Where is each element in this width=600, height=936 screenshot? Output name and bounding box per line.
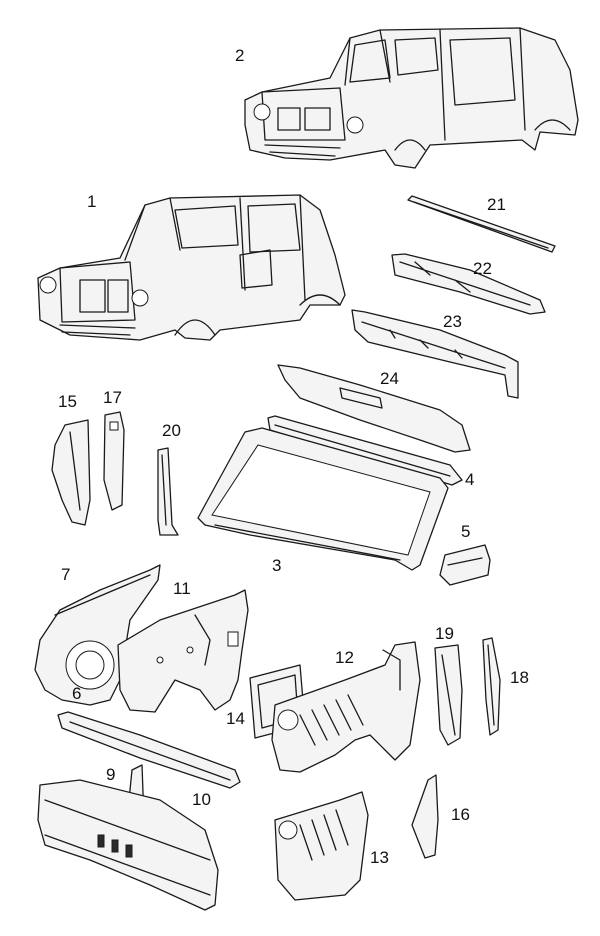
part-2-estate-body-shell — [244, 27, 579, 169]
part-3-windscreen-surround — [197, 427, 449, 571]
label-part-17: 17 — [103, 388, 122, 407]
part-19-b-pillar-panel — [434, 644, 463, 746]
part-21-roof-rail — [407, 195, 556, 253]
label-part-23: 23 — [443, 312, 462, 331]
label-part-4: 4 — [465, 470, 475, 489]
label-part-11: 11 — [173, 579, 191, 598]
label-part-7: 7 — [61, 565, 71, 584]
part-11-flitch-panel — [117, 589, 249, 713]
part-22-bulkhead-top-panel — [391, 253, 546, 315]
part-17-pillar-panel — [103, 411, 125, 511]
label-part-24: 24 — [380, 369, 399, 388]
label-part-18: 18 — [510, 668, 529, 687]
part-20-pillar-reinforcement — [157, 447, 179, 536]
label-part-22: 22 — [473, 259, 492, 278]
part-1-saloon-body-shell — [37, 194, 346, 341]
label-part-1: 1 — [87, 192, 97, 211]
label-part-10: 10 — [192, 790, 211, 809]
label-part-20: 20 — [162, 421, 181, 440]
label-part-19: 19 — [435, 624, 454, 643]
label-part-14: 14 — [226, 709, 245, 728]
label-part-2: 2 — [235, 46, 245, 65]
label-part-16: 16 — [451, 805, 470, 824]
part-12-inner-sill-panel — [271, 641, 421, 773]
part-16-c-pillar-panel — [411, 774, 439, 859]
part-7-inner-wing-panel — [34, 564, 161, 706]
part-23-crossmember — [351, 309, 519, 399]
part-5-corner-panel — [439, 544, 491, 586]
part-18-pillar-strip — [482, 637, 501, 736]
label-part-3: 3 — [272, 556, 282, 575]
part-24-parcel-shelf-panel — [277, 364, 471, 453]
label-part-15: 15 — [58, 392, 77, 411]
label-part-13: 13 — [370, 848, 389, 867]
part-10-front-crossmember — [57, 711, 241, 789]
front-panel — [37, 779, 219, 911]
part-15-a-pillar-panel — [51, 419, 91, 526]
part-13-inner-sill-panel-lower — [274, 791, 369, 901]
label-part-5: 5 — [461, 522, 471, 541]
label-part-6: 6 — [72, 684, 82, 703]
label-part-21: 21 — [487, 195, 506, 214]
label-part-9: 9 — [106, 765, 116, 784]
label-part-12: 12 — [335, 648, 354, 667]
